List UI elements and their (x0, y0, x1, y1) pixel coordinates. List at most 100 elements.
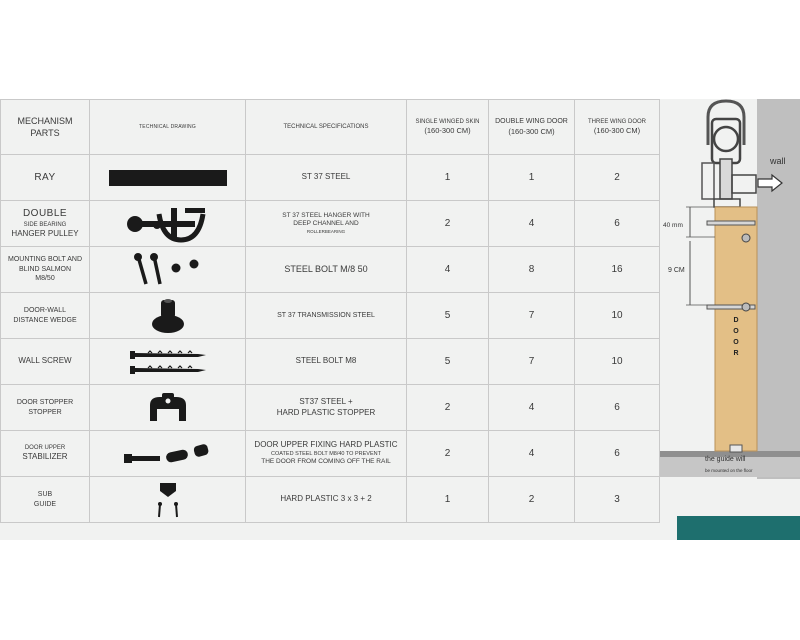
part-line: STOPPER (28, 408, 62, 416)
bolt-nut-drawing (133, 252, 198, 284)
qty-single: 1 (406, 476, 489, 523)
qty-double: 4 (488, 200, 575, 247)
door-install-drawing (660, 99, 800, 479)
dim-40mm-label: 40 mm (663, 222, 683, 229)
part-line: SUB (37, 491, 53, 499)
qty-single: 2 (406, 430, 489, 477)
part-line: DOOR STOPPER (16, 399, 74, 407)
spec-cell: HARD PLASTIC 3 x 3 + 2 (245, 476, 407, 523)
drawing-wedge (89, 292, 246, 339)
qty-double: 4 (488, 430, 575, 477)
part-name: DOOR STOPPER STOPPER (0, 384, 90, 431)
spec-cell: ST 37 STEEL (245, 154, 407, 201)
guide-label: the guide will (705, 456, 746, 463)
header-three: THREE WING DOOR (160-300 CM) (574, 99, 660, 155)
part-line: BLIND SALMON (18, 265, 72, 273)
part-line: GUIDE (33, 500, 57, 508)
drawing-screws (89, 338, 246, 385)
qty-three: 6 (574, 384, 660, 431)
spec-cell: ST 37 STEEL HANGER WITH DEEP CHANNEL AND… (245, 200, 407, 247)
table-row: WALL SCREW STEEL BOLT M8 5 7 10 (0, 338, 660, 385)
part-double: DOUBLE (22, 208, 68, 220)
part-name: DOUBLE SIDE BEARING HANGER PULLEY (0, 200, 90, 247)
part-name: RAY (0, 154, 90, 201)
qty-double: 1 (488, 154, 575, 201)
part-name: DOOR UPPER STABILIZER (0, 430, 90, 477)
part-ray: RAY (34, 171, 56, 183)
part-hanger-pulley: HANGER PULLEY (11, 228, 79, 238)
wall-label: wall (770, 156, 786, 166)
stopper-drawing (149, 392, 186, 421)
qty-three: 10 (574, 338, 660, 385)
spec-cell: DOOR UPPER FIXING HARD PLASTIC COATED ST… (245, 430, 407, 477)
qty-three: 6 (574, 430, 660, 477)
guide-drawing (157, 482, 178, 517)
part-line: MOUNTING BOLT AND (7, 256, 83, 264)
qty-single: 5 (406, 292, 489, 339)
spec-line: HARD PLASTIC STOPPER (276, 407, 376, 417)
header-specs: TECHNICAL SPECIFICATIONS (245, 99, 407, 155)
spec-line: ROLLERBEARING (306, 229, 346, 235)
part-side-bearing: SIDE BEARING (23, 221, 67, 228)
door-wood (714, 206, 758, 452)
spec-cell: STEEL BOLT M8 (245, 338, 407, 385)
part-name: DOOR-WALL DISTANCE WEDGE (0, 292, 90, 339)
screw-drawing (129, 349, 206, 374)
teal-accent-bar (677, 516, 800, 540)
part-line: DOOR UPPER (24, 445, 66, 452)
table-row: DOOR STOPPER STOPPER ST37 STEEL + HARD P… (0, 384, 660, 431)
part-name: SUB GUIDE (0, 476, 90, 523)
qty-double: 7 (488, 292, 575, 339)
header-three-range: (160-300 CM) (593, 125, 641, 135)
table-row: DOOR-WALL DISTANCE WEDGE ST 37 TRANSMISS… (0, 292, 660, 339)
door-letter: R (733, 350, 739, 357)
drawing-stopper (89, 384, 246, 431)
header-parts-text: MECHANISM PARTS (17, 115, 73, 138)
part-line: DOOR-WALL (23, 307, 67, 315)
table-row: DOUBLE SIDE BEARING HANGER PULLEY ST 37 … (0, 200, 660, 247)
qty-three: 6 (574, 200, 660, 247)
rail-drawing (108, 169, 227, 186)
part-name: MOUNTING BOLT AND BLIND SALMON M8/50 (0, 246, 90, 293)
qty-single: 5 (406, 338, 489, 385)
qty-single: 4 (406, 246, 489, 293)
spec-line: ST37 STEEL + (299, 396, 353, 406)
table-row: SUB GUIDE HARD PLASTIC 3 x 3 + 2 1 2 3 (0, 476, 660, 523)
part-line: M8/50 (35, 275, 55, 283)
qty-three: 3 (574, 476, 660, 523)
drawing-rail (89, 154, 246, 201)
door-letter: D (733, 317, 739, 324)
qty-three: 2 (574, 154, 660, 201)
header-single: SINGLE WINGED SKIN (160-300 CM) (406, 99, 489, 155)
floor-shape (660, 457, 800, 477)
qty-single: 2 (406, 384, 489, 431)
spec-cell: STEEL BOLT M/8 50 (245, 246, 407, 293)
hardware-spec-table: MECHANISM PARTS TECHNICAL DRAWING TECHNI… (0, 99, 660, 523)
hanger-drawing (126, 207, 205, 243)
guide-note: be mounted on the floor (705, 468, 753, 473)
table-header-row: MECHANISM PARTS TECHNICAL DRAWING TECHNI… (0, 99, 660, 155)
header-three-title: THREE WING DOOR (588, 118, 646, 125)
part-line: STABILIZER (22, 452, 68, 462)
drawing-hanger (89, 200, 246, 247)
header-parts: MECHANISM PARTS (0, 99, 90, 155)
table-row: RAY ST 37 STEEL 1 1 2 (0, 154, 660, 201)
door-letter: O (733, 339, 739, 346)
part-line: DISTANCE WEDGE (13, 316, 77, 324)
spec-cell: ST 37 TRANSMISSION STEEL (245, 292, 407, 339)
drawing-bolts (89, 246, 246, 293)
table-row: DOOR UPPER STABILIZER DOOR UPPER FIXING … (0, 430, 660, 477)
header-single-range: (160-300 CM) (424, 125, 471, 135)
drawing-stabilizer (89, 430, 246, 477)
qty-single: 2 (406, 200, 489, 247)
qty-double: 4 (488, 384, 575, 431)
qty-three: 16 (574, 246, 660, 293)
header-single-title: SINGLE WINGED SKIN (415, 118, 480, 125)
qty-double: 2 (488, 476, 575, 523)
dim-9cm-label: 9 CM (668, 267, 685, 274)
header-double-range: (160-300 CM) (508, 126, 555, 136)
qty-double: 7 (488, 338, 575, 385)
qty-double: 8 (488, 246, 575, 293)
header-double: DOUBLE WING DOOR (160-300 CM) (488, 99, 575, 155)
header-drawing: TECHNICAL DRAWING (89, 99, 246, 155)
